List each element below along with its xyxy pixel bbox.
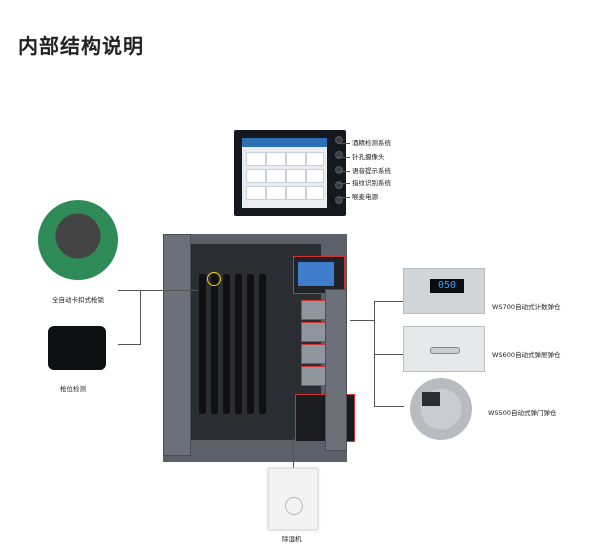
fingerprint-icon xyxy=(335,181,343,189)
callout-voice: 语音提示系统 xyxy=(352,167,391,175)
label-dehumidifier: 除湿机 xyxy=(282,535,302,543)
gun-slot xyxy=(199,274,206,414)
screen-tile xyxy=(246,152,266,166)
screen-tile xyxy=(286,186,306,200)
counter-display: 050 xyxy=(430,279,464,293)
screen-tile xyxy=(306,169,324,183)
dehumidifier-logo-icon xyxy=(285,497,303,515)
gun-position-sensor-image xyxy=(48,326,106,370)
callout-fingerprint: 指纹识别系统 xyxy=(352,179,391,187)
callout-line xyxy=(338,171,350,172)
monitor-screen xyxy=(242,138,327,208)
gun-lock-image xyxy=(38,200,118,280)
screen-tile xyxy=(286,169,306,183)
gun-slot xyxy=(223,274,230,414)
ws700-image: 050 xyxy=(403,268,485,314)
callout-line xyxy=(140,290,141,345)
label-ws500: WS500自动式弹门弹仓 xyxy=(488,409,557,417)
gun-lock-highlight xyxy=(207,272,221,286)
cabinet-right-door xyxy=(325,289,347,451)
callout-line xyxy=(374,301,404,302)
monitor-side-buttons xyxy=(335,136,343,211)
page-title: 内部结构说明 xyxy=(18,34,144,58)
label-gun-lock: 全自动卡扣式枪锁 xyxy=(52,296,104,304)
gun-slot xyxy=(211,274,218,414)
screen-tile xyxy=(246,186,266,200)
callout-line xyxy=(374,406,404,407)
screen-tile xyxy=(306,186,324,200)
ws600-image xyxy=(403,326,485,372)
screen-tile xyxy=(286,152,306,166)
callout-line xyxy=(374,354,404,355)
screen-tile xyxy=(266,152,286,166)
cabinet-left-door xyxy=(163,234,191,456)
screen-tile xyxy=(246,169,266,183)
speaker-icon xyxy=(335,166,343,174)
gun-slot xyxy=(259,274,266,414)
callout-line xyxy=(118,290,198,291)
power-icon xyxy=(335,196,343,204)
gun-slot xyxy=(247,274,254,414)
gun-slot xyxy=(235,274,242,414)
control-monitor xyxy=(234,130,346,216)
label-gun-position: 枪位检测 xyxy=(60,385,86,393)
camera-icon xyxy=(335,151,343,159)
callout-camera: 针孔摄像头 xyxy=(352,153,385,161)
screen-tile xyxy=(266,186,286,200)
monitor-screen-header xyxy=(242,138,327,147)
callout-line xyxy=(338,143,350,144)
label-ws700: WS700自动式计数弹仓 xyxy=(492,303,561,311)
panel-screen xyxy=(298,262,334,286)
callout-line xyxy=(350,320,374,321)
cabinet-interior xyxy=(191,244,355,442)
cabinet-control-panel xyxy=(293,256,345,294)
label-ws600: WS600自动式弹屉弹仓 xyxy=(492,351,561,359)
callout-line xyxy=(118,344,140,345)
dehumidifier-image xyxy=(268,468,318,530)
callout-line xyxy=(338,183,350,184)
ws500-door xyxy=(422,392,440,406)
ws500-image xyxy=(410,378,472,440)
callout-line xyxy=(338,197,350,198)
screen-tile xyxy=(306,152,324,166)
screen-tile xyxy=(266,169,286,183)
callout-line xyxy=(293,438,294,468)
callout-line xyxy=(338,157,350,158)
callout-alcohol: 酒精检测系统 xyxy=(352,139,391,147)
callout-power: 喉麦电源 xyxy=(352,193,378,201)
gun-cabinet xyxy=(163,234,355,462)
drawer-handle-icon xyxy=(430,347,460,354)
